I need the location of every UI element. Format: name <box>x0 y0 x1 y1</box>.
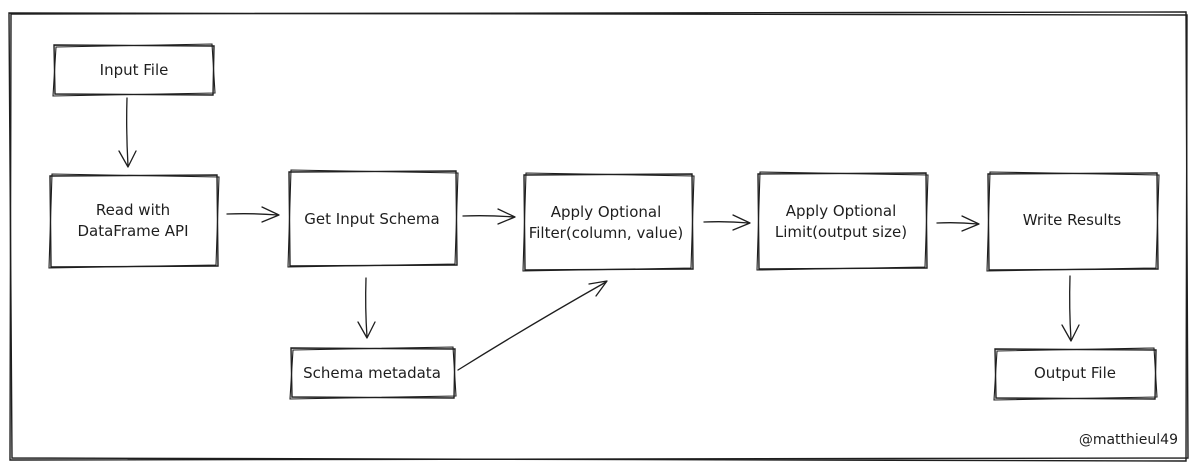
input-file-label: Input File <box>100 61 169 79</box>
arrow-write-to-output <box>1061 275 1080 342</box>
watermark-text: @matthieul49 <box>1079 432 1178 448</box>
output-file-node: Output File <box>993 347 1158 401</box>
apply-filter-label-line1: Apply Optional <box>551 203 662 221</box>
read-dataframe-node: Read with DataFrame API <box>48 173 220 269</box>
input-file-node: Input File <box>52 43 216 97</box>
arrow-filter-to-limit <box>703 214 751 231</box>
arrow-limit-to-write <box>936 215 980 232</box>
apply-limit-label-line1: Apply Optional <box>786 202 897 220</box>
apply-limit-label-line2: Limit(output size) <box>775 223 907 241</box>
output-file-label: Output File <box>1034 364 1116 382</box>
read-dataframe-label-line2: DataFrame API <box>77 222 188 240</box>
apply-limit-node: Apply Optional Limit(output size) <box>756 171 929 271</box>
write-results-node: Write Results <box>986 171 1160 272</box>
schema-metadata-label: Schema metadata <box>303 364 441 382</box>
write-results-label: Write Results <box>1023 211 1122 229</box>
arrow-metadata-to-filter <box>457 280 608 371</box>
arrow-input-to-read <box>118 97 137 168</box>
apply-filter-node: Apply Optional Filter(column, value) <box>522 172 695 272</box>
apply-filter-label-line2: Filter(column, value) <box>529 224 684 242</box>
arrow-read-to-schema <box>226 206 280 223</box>
get-schema-label: Get Input Schema <box>304 210 439 228</box>
arrow-schema-to-metadata <box>357 277 376 339</box>
read-dataframe-label-line1: Read with <box>96 201 170 219</box>
schema-metadata-node: Schema metadata <box>289 346 457 400</box>
get-schema-node: Get Input Schema <box>287 169 459 268</box>
outer-frame <box>8 11 1189 462</box>
arrow-schema-to-filter <box>462 208 516 225</box>
